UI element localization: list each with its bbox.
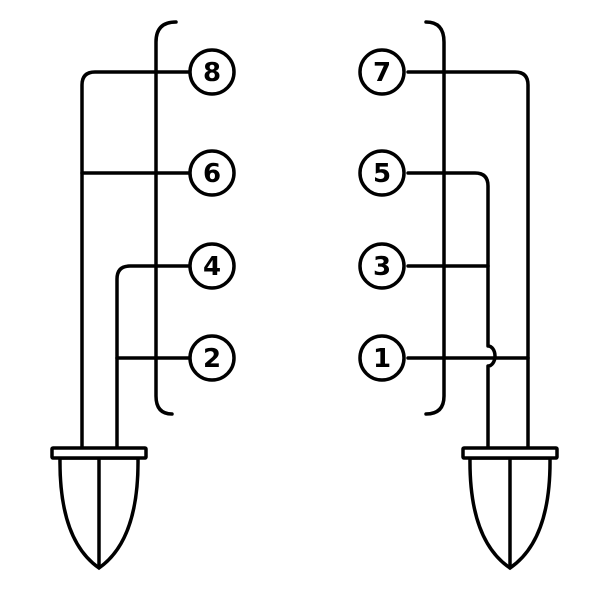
pin-8: 8 xyxy=(188,48,236,96)
right-connector-bracket xyxy=(424,20,446,416)
left-pins: 8 6 4 2 xyxy=(188,48,236,382)
wire-pin-4 xyxy=(115,264,192,452)
pin-5: 5 xyxy=(358,149,406,197)
left-plug-icon xyxy=(50,446,148,571)
wire-pin-5 xyxy=(406,171,497,452)
pin-6-label: 6 xyxy=(203,159,221,189)
right-wires xyxy=(406,70,530,452)
pin-2: 2 xyxy=(188,334,236,382)
pin-2-label: 2 xyxy=(203,344,221,374)
pin-8-label: 8 xyxy=(203,58,221,88)
pin-3: 3 xyxy=(358,242,406,290)
wire-pin-7 xyxy=(406,70,530,452)
pin-6: 6 xyxy=(188,149,236,197)
pin-1-label: 1 xyxy=(373,344,391,374)
pin-4-label: 4 xyxy=(203,252,221,282)
pin-4: 4 xyxy=(188,242,236,290)
pin-7: 7 xyxy=(358,48,406,96)
right-pins: 7 5 3 1 xyxy=(358,48,406,382)
wire-pin-8 xyxy=(80,70,192,452)
pin-1: 1 xyxy=(358,334,406,382)
right-plug-icon xyxy=(461,446,559,571)
pin-5-label: 5 xyxy=(373,159,391,189)
pin-7-label: 7 xyxy=(373,58,391,88)
left-wires xyxy=(80,70,192,452)
pin-3-label: 3 xyxy=(373,252,391,282)
left-connector-bracket xyxy=(154,20,178,416)
